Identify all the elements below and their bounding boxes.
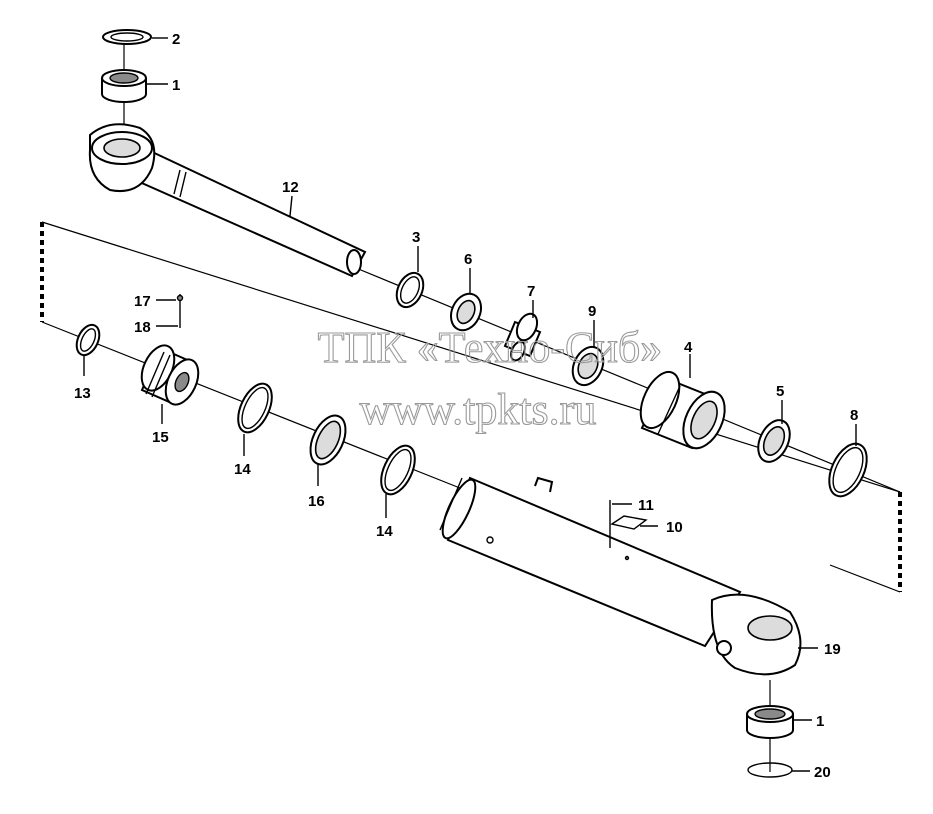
- part-15-piston: [140, 344, 200, 406]
- part-12-piston-rod: [88, 123, 367, 278]
- part-1-top-bushing: [101, 69, 147, 103]
- callout-14-second: 14: [376, 523, 393, 540]
- callout-15: 15: [152, 429, 169, 446]
- callout-4: 4: [684, 339, 693, 356]
- callout-20: 20: [814, 764, 831, 781]
- part-20-snap-ring: [747, 762, 793, 778]
- part-7-guide-bushing: [503, 312, 542, 362]
- callout-1-top: 1: [172, 77, 180, 94]
- part-9-wiper: [571, 345, 605, 387]
- callout-19: 19: [824, 641, 841, 658]
- part-16-piston-seal: [309, 414, 347, 466]
- callout-12: 12: [282, 179, 299, 196]
- part-4-cylinder-head: [639, 370, 726, 450]
- part-17-18-set-screw: [176, 294, 184, 328]
- callout-9: 9: [588, 303, 596, 320]
- part-19-cylinder-tube: [439, 476, 802, 676]
- leader-lines: [83, 37, 857, 772]
- part-1-bottom-bushing: [746, 705, 794, 739]
- callout-7: 7: [527, 283, 535, 300]
- callout-11: 11: [638, 497, 654, 514]
- part-3-o-ring: [395, 271, 425, 309]
- dashed-bracket-right: [829, 492, 902, 593]
- callout-8: 8: [850, 407, 858, 424]
- callout-16: 16: [308, 493, 325, 510]
- callout-2: 2: [172, 31, 180, 48]
- part-6-seal: [449, 292, 483, 332]
- callout-17: 17: [134, 293, 151, 310]
- watermark-url: www.tpkts.ru: [360, 385, 597, 434]
- watermark-company: ТПК «Техно-Сиб»: [318, 323, 663, 372]
- part-14-wear-ring-b: [380, 444, 416, 496]
- callout-10: 10: [666, 519, 683, 536]
- callout-18: 18: [134, 319, 151, 336]
- callout-3: 3: [412, 229, 420, 246]
- callout-5: 5: [776, 383, 784, 400]
- part-2-snap-ring: [102, 29, 152, 45]
- callout-6: 6: [464, 251, 472, 268]
- callout-1-bottom: 1: [816, 713, 824, 730]
- callout-14-first: 14: [234, 461, 251, 478]
- callout-13: 13: [74, 385, 91, 402]
- part-8-o-ring: [828, 442, 868, 498]
- part-10-11-label-plate: [609, 500, 648, 561]
- part-13-o-ring: [75, 323, 101, 357]
- part-14-wear-ring-a: [237, 382, 273, 434]
- part-5-seal: [757, 419, 791, 463]
